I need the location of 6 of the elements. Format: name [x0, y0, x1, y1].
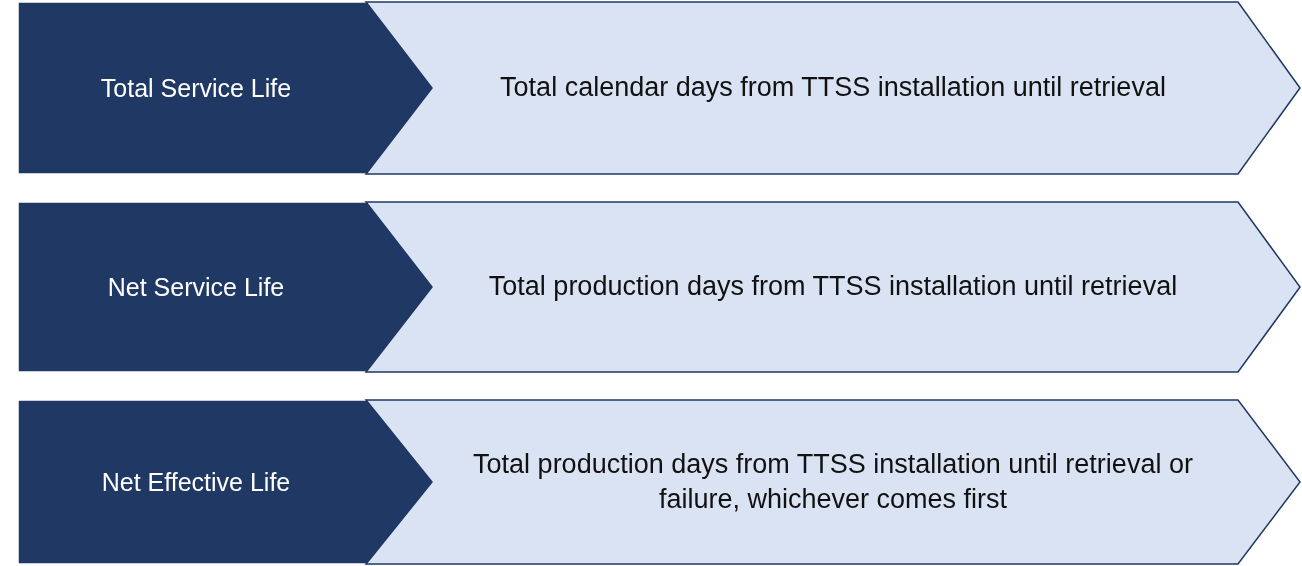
term-label: Net Effective Life	[101, 466, 291, 498]
definition-text: Total production days from TTSS installation until retrieval	[488, 270, 1178, 304]
definition-text: Total production days from TTSS installation until retrieval or failure, whichever comes first	[472, 447, 1194, 516]
term-label: Total Service Life	[100, 72, 292, 104]
definition-text: Total calendar days from TTSS installation until retrieval	[500, 71, 1166, 105]
term-label: Net Service Life	[107, 271, 285, 303]
